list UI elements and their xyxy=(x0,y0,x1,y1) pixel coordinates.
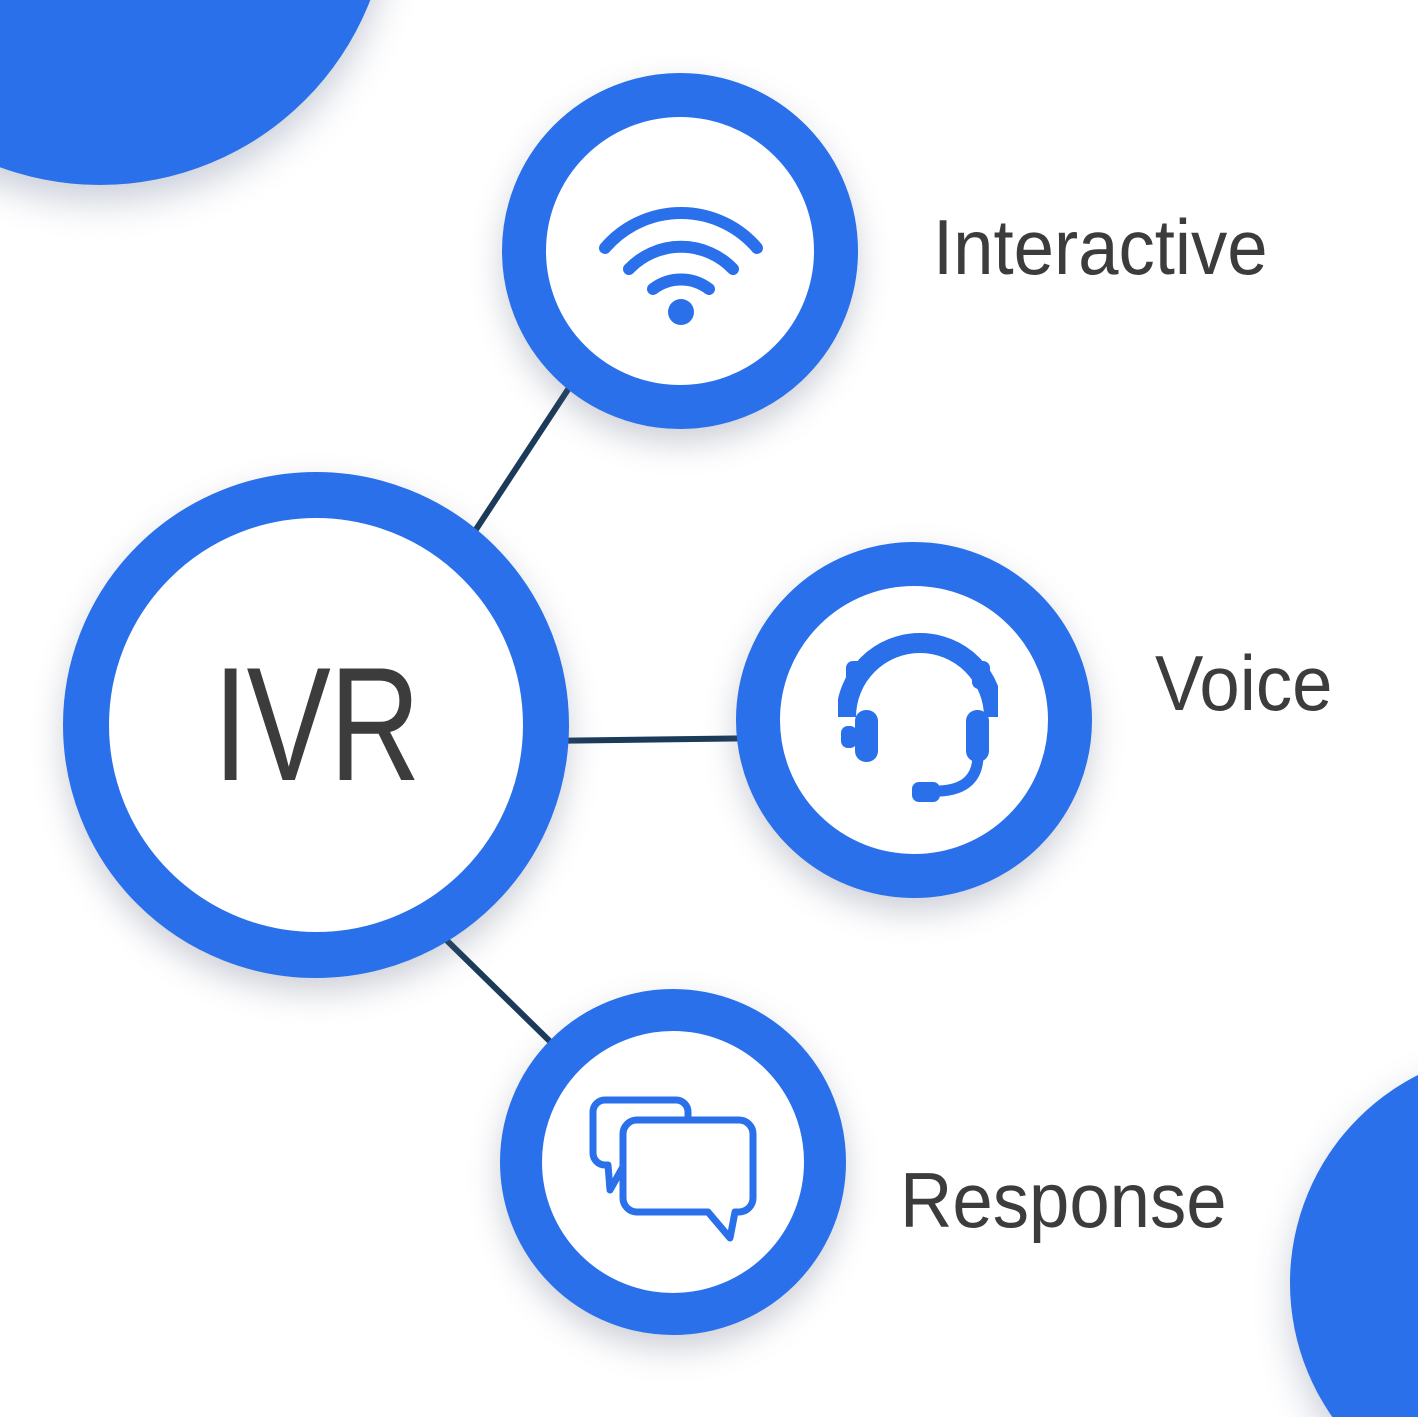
connector-ivr-response xyxy=(427,921,573,1064)
connector-ivr-voice xyxy=(539,735,771,744)
chat-bubble-front xyxy=(619,1116,757,1242)
ivr-label: IVR xyxy=(213,634,421,815)
ivr-node: IVR xyxy=(63,472,569,978)
voice-node xyxy=(736,542,1092,898)
response-node xyxy=(500,989,846,1335)
interactive-label: Interactive xyxy=(933,203,1268,291)
wifi-icon xyxy=(599,207,763,325)
response-label: Response xyxy=(900,1156,1227,1244)
headset-icon xyxy=(838,633,998,802)
chat-bubbles-icon xyxy=(589,1096,757,1242)
voice-label: Voice xyxy=(1155,639,1333,727)
interactive-node xyxy=(502,73,858,429)
